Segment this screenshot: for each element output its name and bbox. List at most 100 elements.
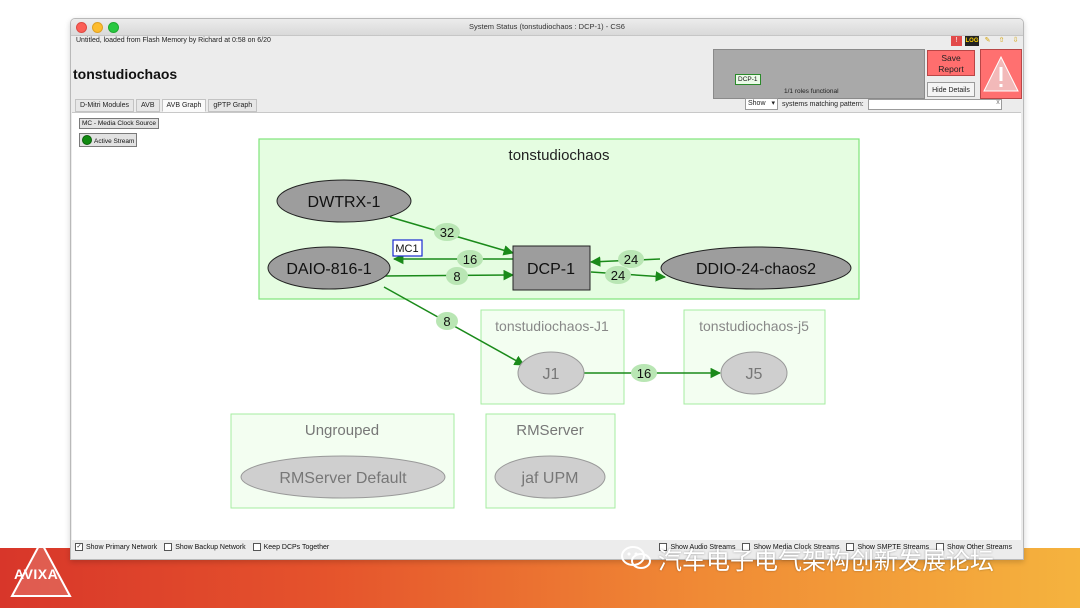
primary-network-option[interactable]: ✓Show Primary Network	[75, 543, 157, 551]
roles-functional-text: 1/1 roles functional	[784, 88, 839, 95]
node-daio-label: DAIO-816-1	[286, 261, 371, 278]
roles-status-panel: DCP-1 1/1 roles functional	[713, 49, 925, 99]
checkbox-icon[interactable]	[936, 543, 945, 551]
checkbox-checked-icon[interactable]: ✓	[75, 543, 83, 551]
close-window-button[interactable]	[76, 22, 87, 33]
load-info: Untitled, loaded from Flash Memory by Ri…	[76, 37, 271, 44]
edge-label-bg	[605, 266, 631, 284]
checkbox-icon[interactable]	[742, 543, 751, 551]
checkbox-icon[interactable]	[659, 543, 668, 551]
tab-gptp-graph[interactable]: gPTP Graph	[208, 99, 258, 112]
save-label: Save	[941, 53, 961, 63]
title-bar[interactable]: System Status (tonstudiochaos : DCP-1) -…	[71, 19, 1023, 36]
app-window: System Status (tonstudiochaos : DCP-1) -…	[70, 18, 1024, 560]
smpte-streams-label: Show SMPTE Streams	[857, 543, 930, 551]
avixa-logo	[10, 540, 72, 597]
log-button[interactable]: LOG	[965, 36, 979, 46]
tab-avb-graph[interactable]: AVB Graph	[161, 99, 207, 112]
edge-label-8: 8	[453, 269, 460, 284]
hide-details-button[interactable]: Hide Details	[927, 82, 975, 97]
report-label: Report	[938, 64, 964, 74]
show-select-value: Show	[748, 100, 766, 107]
edge-label-16: 16	[463, 252, 477, 267]
edge-label-bg	[618, 250, 644, 268]
up-arrow-icon[interactable]: ⇧	[998, 37, 1005, 44]
group-j5-label: tonstudiochaos-j5	[699, 318, 809, 334]
media-clock-streams-option[interactable]: Show Media Clock Streams	[742, 543, 839, 551]
warning-indicator[interactable]	[980, 49, 1022, 99]
node-daio[interactable]	[267, 246, 391, 290]
group-rmserver-label: RMServer	[516, 422, 584, 439]
node-dwtrx[interactable]	[276, 179, 412, 223]
node-j1[interactable]	[517, 351, 585, 395]
pattern-input[interactable]: x	[867, 98, 1002, 110]
toolbar-icons: ! LOG ✎ ⇧ ⇩	[951, 36, 1021, 46]
group-ungrouped-label: Ungrouped	[305, 422, 379, 439]
edge-label-24-in: 24	[624, 252, 638, 267]
other-streams-label: Show Other Streams	[947, 543, 1012, 551]
watermark-text: 汽车电子电气架构创新发展论坛	[658, 546, 994, 575]
node-j1-label: J1	[543, 366, 560, 383]
backup-network-option[interactable]: Show Backup Network	[164, 543, 246, 551]
checkbox-icon[interactable]	[164, 543, 173, 551]
node-rmserver-default-label: RMServer Default	[279, 470, 407, 487]
tab-bar: D-Mitri Modules AVB AVB Graph gPTP Graph	[75, 99, 258, 112]
clear-filter-icon[interactable]: x	[996, 98, 1000, 106]
group-main-label: tonstudiochaos	[509, 147, 610, 164]
node-dwtrx-label: DWTRX-1	[308, 194, 381, 211]
save-report-button[interactable]: Save Report	[927, 50, 975, 76]
alert-icon[interactable]: !	[951, 36, 962, 46]
node-ddio-label: DDIO-24-chaos2	[696, 261, 816, 278]
edge-label-24-out: 24	[611, 268, 625, 283]
graph-options: ✓Show Primary Network Show Backup Networ…	[75, 543, 1019, 551]
edge-label-bg	[434, 223, 460, 241]
node-rmserver-default[interactable]	[240, 455, 446, 499]
pencil-icon[interactable]: ✎	[984, 37, 991, 44]
legend-media-clock: MC - Media Clock Source	[79, 118, 160, 129]
media-clock-streams-label: Show Media Clock Streams	[753, 543, 840, 551]
node-j5[interactable]	[720, 351, 788, 395]
edge-label-8-j1: 8	[443, 314, 450, 329]
wechat-icon	[621, 546, 651, 569]
filter-bar: Show ▾ systems matching pattern: x	[745, 98, 1002, 110]
edge-label-16-j5: 16	[637, 366, 651, 381]
dcp-status-chip[interactable]: DCP-1	[735, 74, 761, 85]
node-ddio[interactable]	[660, 246, 852, 290]
filter-label: systems matching pattern:	[782, 100, 864, 108]
warning-icon	[983, 55, 1019, 92]
zoom-window-button[interactable]	[108, 22, 119, 33]
show-select[interactable]: Show ▾	[745, 98, 779, 110]
edge-label-bg	[457, 250, 483, 268]
node-dcp[interactable]	[512, 245, 591, 291]
node-jaf-upm-label: jaf UPM	[521, 470, 579, 487]
smpte-streams-option[interactable]: Show SMPTE Streams	[846, 543, 929, 551]
audio-streams-option[interactable]: Show Audio Streams	[659, 543, 735, 551]
legend-active-stream-label: Active Stream	[94, 138, 135, 145]
minimize-window-button[interactable]	[92, 22, 103, 33]
edge-label-bg	[446, 267, 468, 285]
active-stream-icon	[82, 135, 92, 145]
backup-network-label: Show Backup Network	[175, 543, 246, 551]
primary-network-label: Show Primary Network	[86, 543, 158, 551]
window-title: System Status (tonstudiochaos : DCP-1) -…	[469, 22, 625, 31]
edge-label-32: 32	[440, 225, 454, 240]
media-clock-tag[interactable]	[392, 239, 423, 257]
group-j1-label: tonstudiochaos-J1	[495, 318, 609, 334]
node-jaf-upm[interactable]	[494, 455, 606, 499]
keep-dcps-option[interactable]: Keep DCPs Together	[252, 543, 329, 551]
checkbox-icon[interactable]	[846, 543, 855, 551]
graph-canvas: MC - Media Clock Source Active Stream to…	[72, 112, 1021, 540]
system-name: tonstudiochaos	[73, 66, 178, 82]
audio-streams-label: Show Audio Streams	[670, 543, 736, 551]
avb-graph: tonstudiochaos tonstudiochaos-J1 tonstud…	[230, 138, 860, 509]
legend-active-stream: Active Stream	[79, 133, 138, 147]
node-j5-label: J5	[746, 366, 763, 383]
tab-avb[interactable]: AVB	[136, 99, 160, 112]
other-streams-option[interactable]: Show Other Streams	[936, 543, 1012, 551]
media-clock-label: MC1	[395, 243, 418, 255]
checkbox-icon[interactable]	[252, 543, 261, 551]
watermark: 汽车电子电气架构创新发展论坛	[620, 541, 994, 575]
down-arrow-icon[interactable]: ⇩	[1012, 37, 1019, 44]
chevron-down-icon: ▾	[771, 100, 776, 107]
tab-dmitri-modules[interactable]: D-Mitri Modules	[75, 99, 135, 112]
